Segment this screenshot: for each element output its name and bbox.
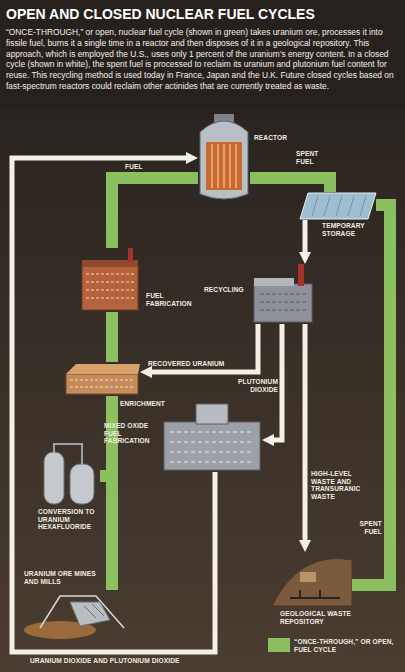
flow-label: URANIUM DIOXIDE AND PLUTONIUM DIOXIDE [30, 657, 260, 665]
closed-cycle-flow [148, 324, 258, 372]
reactor-vessel [200, 121, 248, 199]
facility-label: ENRICHMENT [120, 400, 180, 408]
facility-node: MIXED OXIDE FUEL FABRICATION [160, 404, 262, 472]
mox-windows [170, 432, 254, 462]
flow-label: SPENT FUEL [296, 150, 336, 165]
storage-illustration [300, 193, 376, 219]
legend-label: “ONCE-THROUGH,” OR OPEN, FUEL CYCLE [294, 638, 402, 653]
storage-pool [300, 193, 376, 219]
recycling-windows [260, 294, 306, 310]
storage-racks [312, 196, 366, 216]
repository-entrance [300, 572, 316, 582]
fabrication-windows [86, 274, 134, 298]
conversion-illustration [44, 444, 94, 504]
once-through-flow [112, 178, 198, 248]
facility-node: GEOLOGICAL WASTE REPOSITORY [272, 552, 352, 608]
fabrication-building [82, 266, 138, 310]
closed-cycle-flow [303, 220, 308, 256]
diagram-background [0, 110, 405, 672]
facility-label: FUEL FABRICATION [146, 292, 198, 307]
facility-node: RECYCLING [252, 264, 314, 324]
conversion-tank [44, 452, 64, 504]
closed-cycle-flow [303, 324, 308, 544]
conversion-tank [70, 464, 94, 504]
enrichment-building [66, 374, 138, 394]
facility-node: ENRICHMENT [64, 362, 140, 396]
enrichment-windows [70, 380, 134, 387]
facility-label: MIXED OXIDE FUEL FABRICATION [104, 422, 158, 445]
legend-row: “ONCE-THROUGH,” OR OPEN, FUEL CYCLE [268, 638, 404, 662]
mox-building [164, 422, 260, 470]
enrichment-illustration [66, 364, 140, 394]
flow-label: HIGH-LEVEL WASTE AND TRANSURANIC WASTE [311, 470, 375, 500]
mill-machine [70, 602, 110, 626]
facility-node: URANIUM ORE MINES AND MILLS [22, 590, 132, 640]
mine-illustration [24, 596, 124, 639]
flow-label: SPENT FUEL [346, 520, 382, 535]
facility-label: TEMPORARY STORAGE [322, 222, 378, 237]
facility-node: TEMPORARY STORAGE [300, 192, 376, 220]
flow-label: PLUTONIUM DIOXIDE [226, 378, 278, 393]
recycling-building [254, 284, 312, 322]
facility-label: RECYCLING [204, 286, 250, 294]
once-through-flow [250, 178, 330, 192]
mox-tower [196, 404, 228, 424]
repository-illustration [272, 558, 352, 606]
recycling-illustration [254, 264, 312, 322]
recycling-roof [254, 278, 294, 286]
repository-tunnels [290, 590, 340, 598]
figure-title: OPEN AND CLOSED NUCLEAR FUEL CYCLES [6, 6, 401, 22]
figure-caption: “ONCE-THROUGH,” or open, nuclear fuel cy… [6, 27, 400, 92]
facility-label: GEOLOGICAL WASTE REPOSITORY [280, 610, 355, 625]
recycling-chimney [298, 264, 304, 286]
fabrication-chimney [128, 248, 133, 262]
once-through-flow [106, 312, 118, 362]
once-through-flow [100, 476, 112, 590]
fuel-rods [212, 144, 236, 188]
conversion-pipe [54, 444, 82, 464]
flow-label: RECOVERED URANIUM [148, 360, 248, 368]
facility-label: URANIUM ORE MINES AND MILLS [24, 570, 102, 585]
repository-mound [272, 558, 352, 606]
mox-illustration [164, 404, 260, 470]
facility-label: CONVERSION TO URANIUM HEXAFLUORIDE [38, 508, 102, 531]
fuel-fabrication-illustration [82, 248, 138, 310]
mill-detail [84, 604, 104, 618]
reactor-core [206, 142, 242, 190]
facility-node: REACTOR [198, 114, 250, 202]
reactor-illustration [200, 114, 248, 199]
enrichment-roof [66, 364, 140, 374]
facility-node: FUEL FABRICATION [80, 248, 142, 312]
mill-frame [40, 596, 124, 628]
legend-swatch [268, 638, 290, 652]
flow-label: FUEL [125, 163, 165, 171]
closed-cycle-flow [12, 158, 215, 652]
facility-label: REACTOR [254, 134, 294, 142]
facility-node: CONVERSION TO URANIUM HEXAFLUORIDE [40, 442, 100, 506]
